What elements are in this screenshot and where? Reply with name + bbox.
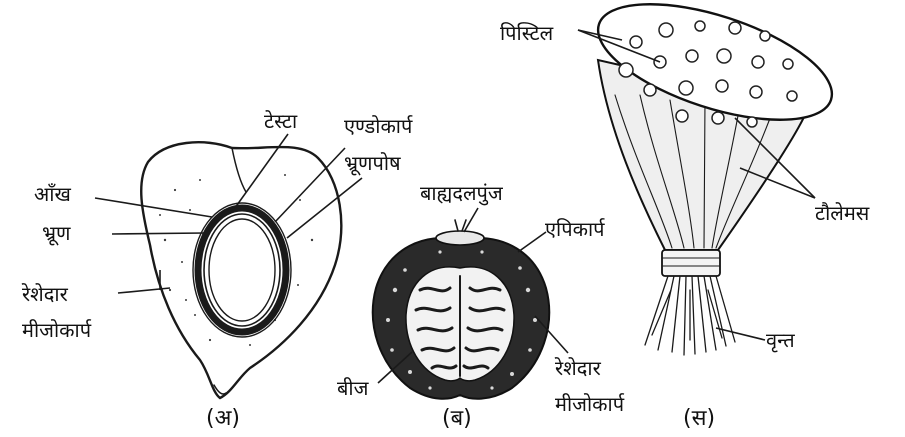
label-endosperm: भ्रूणपोष [344, 151, 401, 176]
label-endocarp: एण्डोकार्प [344, 114, 413, 138]
label-stalk: वृन्त [766, 328, 795, 353]
caption-a: (अ) [206, 406, 240, 431]
label-calyx: बाह्यदलपुंज [420, 181, 504, 206]
label-epicarp: एपिकार्प [545, 217, 605, 241]
label-fibrous-mesocarp-b-line2: मीजोकार्प [555, 392, 625, 416]
figure-b-drawing [373, 220, 549, 399]
label-pistil: पिस्टिल [500, 21, 554, 45]
caption-b: (ब) [442, 406, 472, 431]
figure-a-drawing [141, 142, 341, 398]
label-eye: आँख [34, 182, 71, 206]
label-thalamus: टौलेमस [815, 201, 870, 225]
label-fibrous-mesocarp-a-line1: रेशेदार [21, 282, 69, 306]
label-testa: टेस्टा [264, 109, 298, 133]
caption-c: (स) [683, 406, 715, 431]
label-fibrous-mesocarp-a-line2: मीजोकार्प [22, 318, 92, 342]
figure-c-drawing [585, 0, 845, 355]
label-fibrous-mesocarp-b-line1: रेशेदार [554, 356, 602, 380]
label-seed: बीज [337, 376, 370, 400]
label-embryo: भ्रूण [42, 221, 71, 246]
